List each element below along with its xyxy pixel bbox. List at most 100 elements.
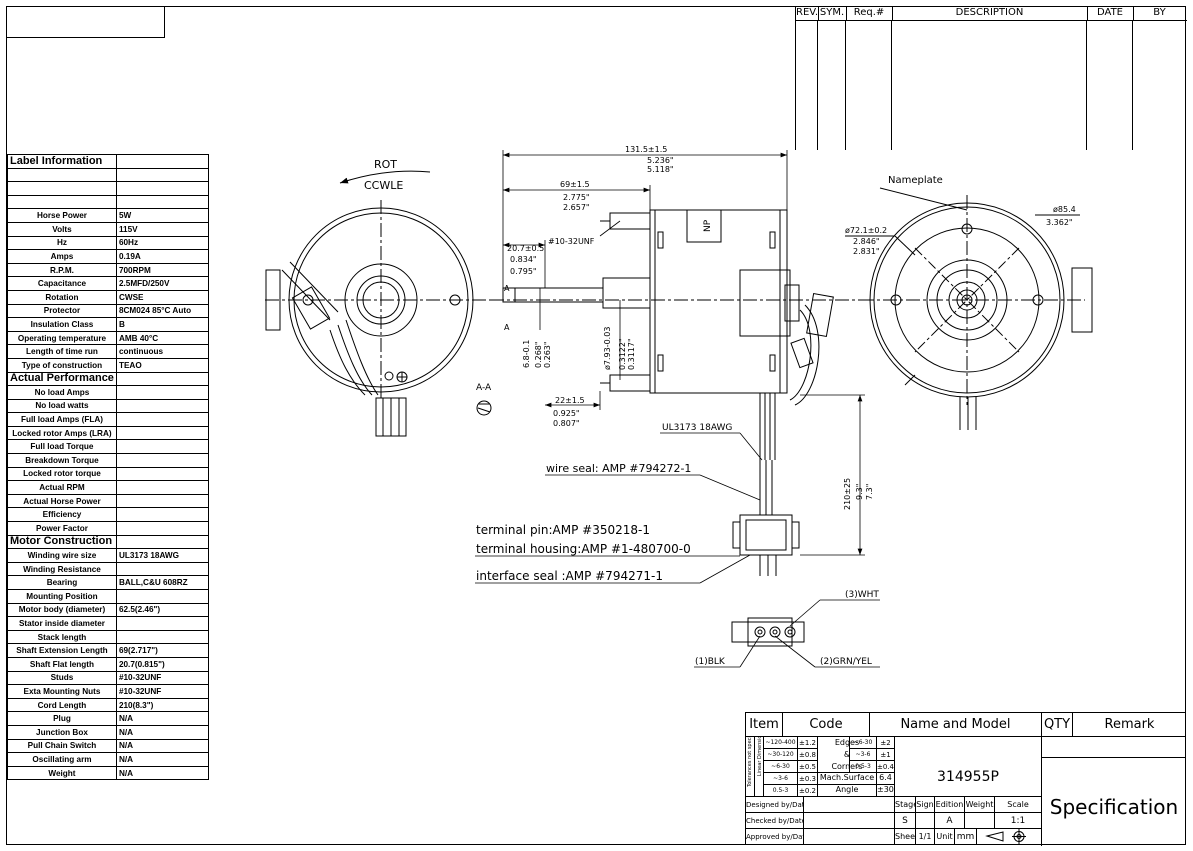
label-row: Full load Amps (FLA) [7, 412, 209, 427]
drawing-frame [6, 6, 1186, 845]
section-mark-top: A [504, 284, 510, 293]
stud-label: #10-32UNF [548, 237, 595, 246]
overall-length-in-max: 5.236" [647, 156, 674, 165]
tolerance-value: ±0.2 [797, 784, 817, 796]
edge-range: ~6-30 [849, 736, 876, 748]
remark-header: Remark [1072, 712, 1186, 736]
sheet-value: 1/1 [915, 828, 934, 845]
hub-length: 22±1.5 [555, 396, 585, 405]
label-row: Studs#10-32UNF [7, 670, 209, 686]
designed-by-label: Designed by/Date [745, 796, 803, 812]
shaft-dia-in-min: 0.3117" [627, 338, 636, 370]
edge-range: 0.5-3 [849, 760, 876, 772]
flat-length: 20.7±0.5 [507, 244, 544, 253]
model-number: 314955P [894, 736, 1041, 796]
lead-length-in-max: 9.3" [855, 484, 864, 500]
weight-label: Weight [964, 796, 994, 812]
scale-value: 1:1 [994, 812, 1041, 828]
tolerance-range: ~3-6 [763, 772, 797, 784]
qty-header: QTY [1041, 712, 1072, 736]
nameplate-label: Nameplate [888, 175, 943, 186]
terminal-housing-label: terminal housing:AMP #1-480700-0 [476, 542, 691, 556]
pin1-label: (1)BLK [695, 657, 726, 667]
sheet-label: Sheet [894, 828, 915, 845]
overall-length-in-min: 5.118" [647, 165, 674, 174]
checked-by-value [803, 812, 894, 828]
unit-label: Unit [934, 828, 954, 845]
flat-length-in-max: 0.834" [510, 255, 537, 264]
overall-length: 131.5±1.5 [625, 145, 667, 154]
label-row: Actual Horse Power [7, 493, 209, 509]
angle-value: ±30' [876, 784, 894, 796]
unit-value: mm [954, 828, 976, 845]
scale-label: Scale [994, 796, 1041, 812]
hub-length-in-max: 0.925" [553, 409, 580, 418]
stage-value: S [894, 812, 915, 828]
label-row: Actual RPM [7, 480, 209, 495]
revision-table: REV. SYM. Req.# DESCRIPTION DATE BY [795, 6, 1187, 150]
wire-label: UL3173 18AWG [662, 423, 732, 433]
weight-value [964, 812, 994, 828]
right-view [845, 187, 1093, 430]
edge-value: ±2 [876, 736, 894, 748]
shaft-length: 69±1.5 [560, 180, 590, 189]
dimension-lines [475, 150, 880, 668]
approved-by-value [803, 828, 894, 845]
projection-symbol [976, 828, 1041, 845]
label-row: Actual Performance [7, 371, 209, 387]
checked-by-label: Checked by/Date [745, 812, 803, 828]
flat-width-in-min: 0.263" [543, 341, 552, 368]
name-model-header: Name and Model [869, 712, 1041, 736]
rotation-direction: CCWLE [364, 179, 403, 192]
tolerance-range: ~6-30 [763, 760, 797, 772]
shaft-length-in-min: 2.657" [563, 203, 590, 212]
item-header: Item [745, 712, 782, 736]
remark-area: Specification [1041, 736, 1186, 846]
angle-label: Angle [817, 784, 876, 796]
mach-surface-label: Mach.Surface [817, 772, 876, 784]
hub-length-in-min: 0.807" [553, 419, 580, 428]
shaft-length-in-max: 2.775" [563, 193, 590, 202]
pin3-label: (3)WHT [845, 590, 879, 600]
label-row: Label Information [7, 154, 209, 169]
edges-corners-label: Edges&Corners [817, 736, 876, 772]
tolerance-vertical-label: Tolerances not specified [745, 736, 754, 796]
description-header: DESCRIPTION [892, 6, 1088, 20]
req-header: Req.# [846, 6, 893, 20]
lead-length: 210±25 [843, 478, 852, 510]
tolerance-value: ±0.5 [797, 760, 817, 772]
flat-width: 6.8-0.1 [522, 340, 531, 368]
flat-length-in-min: 0.795" [510, 267, 537, 276]
label-row: Mounting Position [7, 589, 209, 604]
sign-value [915, 812, 934, 828]
projection-icon [985, 829, 1026, 844]
edge-value: ±1 [876, 748, 894, 760]
body-diameter: ø85.4 [1053, 205, 1076, 214]
revision-header-line [796, 20, 1187, 21]
label-row: Full load Torque [7, 439, 209, 455]
bolt-circle-in-max: 2.846" [853, 237, 880, 246]
side-view [490, 209, 860, 647]
mach-surface-value: 6.4 [876, 772, 894, 784]
edge-range: ~3-6 [849, 748, 876, 760]
sym-header: SYM. [818, 6, 847, 20]
specification-label: Specification [1049, 795, 1179, 819]
tolerance-value: ±0.3 [797, 772, 817, 784]
by-header: BY [1153, 7, 1166, 18]
bolt-circle-in-min: 2.831" [853, 247, 880, 256]
designed-by-value [803, 796, 894, 812]
edition-value: A [934, 812, 964, 828]
date-header: DATE [1087, 6, 1134, 20]
section-mark-bottom: A [504, 323, 510, 332]
tolerance-range: ~30-120 [763, 748, 797, 760]
stage-label: Stage [894, 796, 915, 812]
label-row: Stack length [7, 629, 209, 645]
